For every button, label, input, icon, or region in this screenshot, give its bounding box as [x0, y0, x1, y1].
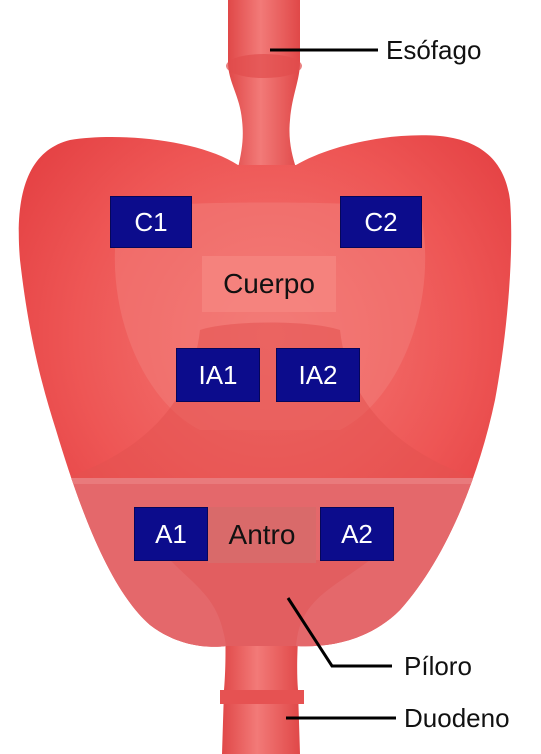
- biopsy-site-c1: C1: [110, 196, 192, 248]
- biopsy-site-ia2: IA2: [276, 348, 360, 402]
- biopsy-site-a2: A2: [320, 507, 394, 561]
- esophagus-tube: [228, 0, 300, 168]
- biopsy-site-c2: C2: [340, 196, 422, 248]
- duodenum-label: Duodeno: [404, 703, 510, 733]
- esophagus-ring: [226, 54, 302, 78]
- pylorus-ring: [220, 690, 304, 704]
- biopsy-site-a1: A1: [134, 507, 208, 561]
- antrum-region-label: Antro: [208, 507, 316, 563]
- pylorus-label: Píloro: [404, 651, 472, 681]
- body-region-label: Cuerpo: [202, 256, 336, 312]
- biopsy-site-ia1: IA1: [176, 348, 260, 402]
- esophagus-label: Esófago: [386, 35, 481, 65]
